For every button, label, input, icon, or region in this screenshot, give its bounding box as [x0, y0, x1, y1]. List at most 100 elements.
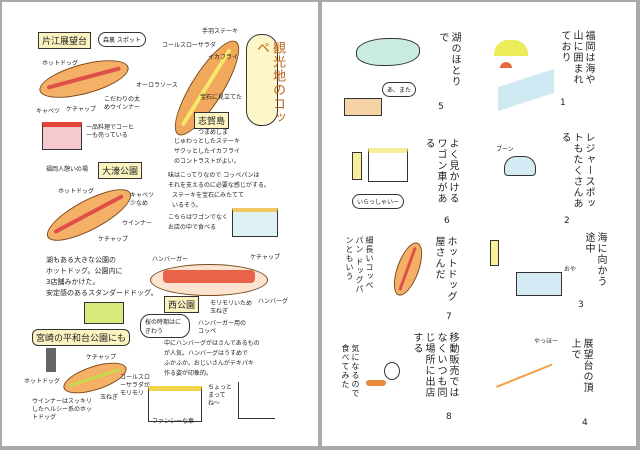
shikanoshima-sub: つまめしま	[198, 129, 229, 136]
hotdog-in-hand-icon	[366, 380, 386, 386]
katae-note: 一品料理でコーヒーも売っている	[86, 124, 135, 139]
panel-3-speech: おや	[564, 266, 577, 273]
panel-7-number: 7	[446, 312, 452, 322]
nishi-note-3: ふかふか。おじいさんがテキパキ	[164, 360, 254, 367]
mountain-illustration	[494, 40, 528, 56]
sea-illustration	[498, 68, 554, 112]
ohori-note-4: 安定感のあるスタンダードドッグ。	[46, 289, 158, 297]
panel-2-number: 2	[564, 216, 570, 226]
panel-5-speech: あ、また	[382, 82, 417, 97]
nishi-note-2: が人気。ハンバーグはうすめで	[164, 350, 249, 357]
panel-3-text: 海に向かう途中	[583, 232, 606, 287]
katae-hotdog: ホットドッグ	[42, 60, 79, 67]
shikanoshima-note-8: こちらはワゴンでなく	[168, 214, 229, 221]
panel-5-number: 5	[438, 102, 444, 112]
panel-4-speech: やっほー	[534, 338, 559, 345]
panel-6-speech: いらっしゃいー	[352, 194, 405, 209]
shikanoshima-note-6: ステーキを宝石にみたてて	[172, 192, 245, 199]
panel-3-number: 3	[578, 300, 584, 310]
shikanoshima-note-2: サクッとしたイカフライ	[174, 148, 241, 155]
miyazaki-hotdog: ホットドッグ	[24, 378, 61, 385]
page-title: 観光地のコッペ	[254, 41, 285, 125]
ohori-note-3: 3店舗みかけた。	[46, 278, 100, 286]
ohori-note-1: 湖もある大きな公園の	[46, 256, 116, 264]
shikanoshima-note-5: それを支えるのに必要な感じがする。	[168, 182, 270, 189]
eating-person-illustration	[384, 362, 400, 380]
nishi-ketchup: ケチャップ	[250, 254, 280, 261]
ohori-cabbage: キャベツ 少なめ	[130, 192, 155, 207]
nishi-hamburger: ハンバーガー	[152, 256, 189, 263]
panel-4-text: 展望台の頂上で	[569, 338, 592, 393]
katae-bubble: 森裏 スポット	[98, 32, 146, 47]
car-illustration	[504, 156, 536, 176]
miyazaki-ketchup: ケチャップ	[86, 354, 116, 361]
wagon-illustration	[368, 148, 408, 182]
long-coppe-illustration	[388, 238, 428, 300]
katae-cabbage: キャベツ	[36, 108, 61, 115]
shikanoshima-note-9: お店の中で食べる	[168, 224, 217, 231]
part-coleslaw: コールスローサラダ	[162, 42, 216, 49]
ohori-wiener: ウインナー	[122, 220, 153, 227]
stall-sign-illustration	[490, 240, 499, 266]
nishi-car: ファンシーな車	[152, 418, 195, 425]
nishi-speech: ちょっと まってね〜	[208, 384, 233, 407]
nishi-hamburg: ハンバーグ	[258, 298, 289, 305]
part-sauce: オーロラソース	[136, 82, 178, 89]
miyazaki-banner: 宮崎の平和台公園にも	[32, 329, 131, 346]
title-box: 観光地のコッペ	[246, 34, 285, 126]
ohori-ketchup: ケチャップ	[98, 236, 128, 243]
ohori-wagon-illustration	[84, 302, 124, 324]
left-page: 観光地のコッペ 片江展望台 森裏 スポット ホットドッグ キャベツ ケチャップ …	[2, 2, 318, 446]
panel-1-text: 福岡は海や山に囲まれており	[559, 30, 594, 85]
tower-illustration	[46, 348, 56, 372]
car-window-illustration	[516, 272, 562, 296]
panel-8-number: 8	[446, 412, 452, 422]
hiker-hat-icon	[500, 62, 512, 68]
miyazaki-onion: 玉ねぎ	[100, 394, 119, 401]
panel-7-note: 細長いコッペパン ドッグパンともいう	[345, 236, 374, 294]
panel-6-number: 6	[444, 216, 450, 226]
shikanoshima-label: 志賀島	[194, 112, 230, 129]
ohori-tag: 福岡人憩いの場	[46, 166, 89, 173]
katae-label: 片江展望台	[38, 32, 92, 49]
page-number: 4	[582, 418, 588, 428]
nishi-onion: モリモリいため玉ねぎ	[210, 300, 253, 315]
part-jewel: 宝石に見立てた	[200, 94, 243, 101]
part-squid: イカフライ	[208, 54, 239, 61]
katae-wiener: こだわりの太めウインナー	[104, 96, 141, 111]
fancy-car-illustration	[148, 386, 202, 422]
chef-illustration	[238, 382, 275, 419]
sign-illustration	[352, 152, 362, 180]
ohori-note-2: ホットドッグ。公園内に	[46, 267, 123, 275]
panel-8-note: 気になるので食べてみた	[341, 344, 360, 398]
shikanoshima-shop-illustration	[232, 208, 278, 237]
part-steak: 手羽ステーキ	[202, 28, 239, 35]
shikanoshima-note-7: いるそう。	[172, 202, 202, 209]
katae-ketchup: ケチャップ	[66, 106, 96, 113]
railing-illustration	[496, 363, 560, 407]
katae-stall-illustration	[42, 122, 82, 150]
nishi-bun: ハンバーガー用のコッペ	[198, 320, 247, 335]
bench-illustration	[344, 98, 382, 116]
miyazaki-note: ウインナーはスッキリしたヘルシー系のホットドッグ	[32, 398, 93, 421]
panel-1-number: 1	[560, 98, 566, 108]
ohori-label: 大濠公園	[98, 162, 143, 179]
shikanoshima-note-1: じゅわっとしたステーキ	[174, 138, 241, 145]
ohori-hotdog: ホットドッグ	[58, 188, 95, 195]
shikanoshima-note-3: のコントラストがよい。	[174, 158, 240, 165]
panel-2-sfx: ブーン	[496, 146, 514, 153]
shikanoshima-note-4: 味はこってりなので コッペパンは	[168, 172, 260, 179]
right-page: 福岡は海や山に囲まれており 1 レジャースポットもたくさんある 2 ブーン 海に…	[322, 2, 636, 446]
panel-7-text: ホットドッグ屋さんだ	[433, 236, 456, 302]
nishi-hamburger-illustration	[150, 264, 268, 296]
miyazaki-coleslaw: コールスローサラダがモリモリ	[120, 374, 151, 397]
lake-illustration	[356, 38, 420, 66]
nishi-label: 西公園	[164, 296, 200, 313]
panel-6-text: よく見かけるワゴン車がある	[423, 138, 458, 204]
nishi-note-1: 中にハンバーグがはさんであるもの	[164, 340, 260, 347]
panel-2-text: レジャースポットもたくさんある	[559, 132, 594, 209]
panel-8-text: 移動販売ではなくいつも同じ場所に出店する	[411, 332, 458, 398]
nishi-note-4: 作る姿が印象的。	[164, 370, 213, 377]
panel-5-text: 湖のほとりで	[437, 32, 460, 87]
nishi-bubble: 桜の時期はにぎわう	[140, 314, 190, 338]
